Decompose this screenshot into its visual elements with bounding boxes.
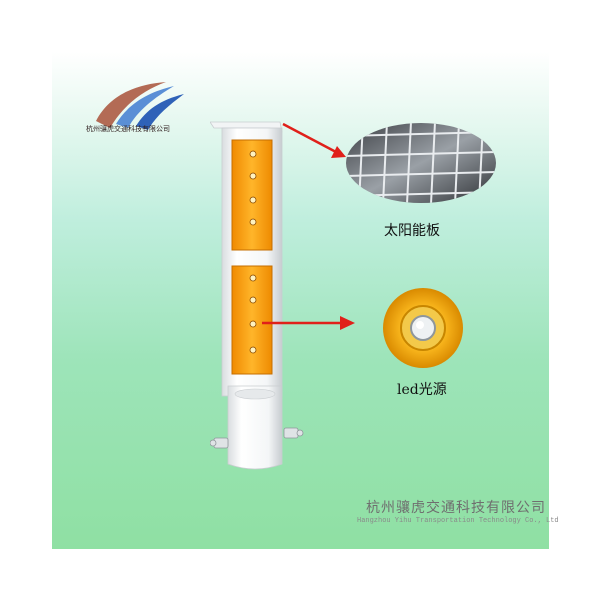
footer-company-name-en: Hangzhou Yihu Transportation Technology …	[357, 517, 559, 525]
swoosh-logo-icon	[96, 82, 184, 130]
led-light-source-detail-image	[383, 288, 463, 368]
solar-panel-detail-image	[346, 123, 496, 203]
solar-panel-label: 太阳能板	[384, 223, 440, 239]
led-light-source-label: led光源	[397, 382, 447, 398]
footer-company-name: 杭州骧虎交通科技有限公司	[366, 500, 546, 516]
logo-company-name: 杭州骧虎交通科技有限公司	[86, 125, 170, 133]
solar-led-post-image	[210, 121, 304, 470]
